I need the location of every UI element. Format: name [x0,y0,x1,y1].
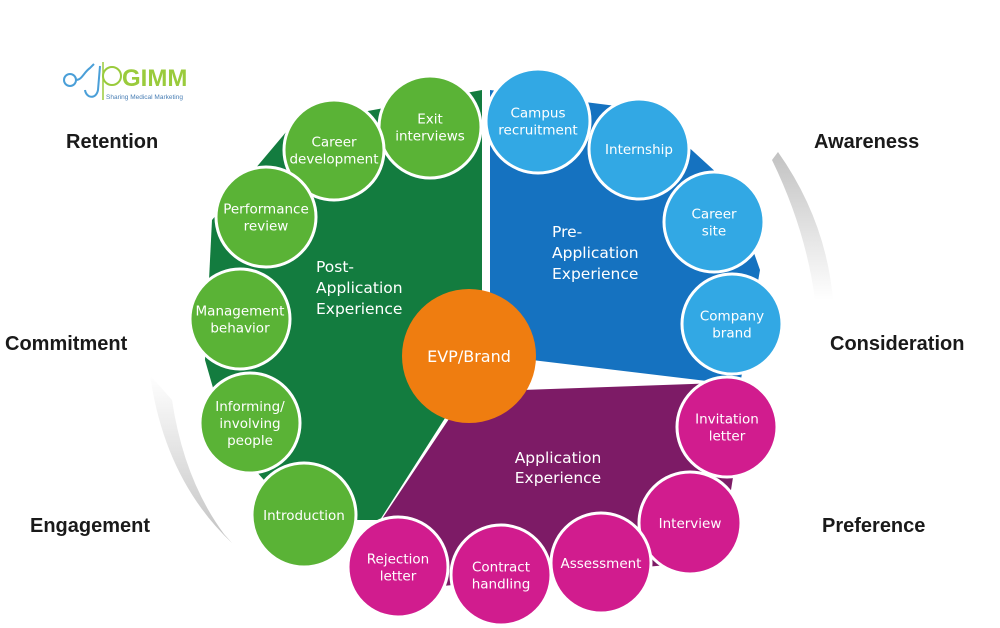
circle-rejection-letter-text: Rejection [367,552,429,568]
circle-performance-review-text: review [244,219,289,235]
circle-career-development-shape [282,98,386,202]
stethoscope-icon [63,63,122,98]
label-post-application-line: Post- [316,258,354,276]
circle-exit-interviews-text: interviews [395,129,465,145]
circle-informing-involving-text: people [227,433,273,449]
circle-contract-handling-text: Contract [472,560,530,576]
circle-career-site-text: Career [691,207,737,223]
right-arc-arrow [772,152,833,300]
circle-career-development-text: Career [311,135,357,151]
gimm-logo: GIMM Sharing Medical Marketing [63,62,187,101]
circle-performance-review-shape [214,165,318,269]
stage-preference: Preference [822,515,925,537]
label-pre-application-line: Pre- [552,223,582,241]
circle-contract-handling-text: handling [472,577,531,593]
label-post-application-line: Experience [316,300,402,318]
circle-interview-text: Interview [659,516,722,532]
circle-management-behavior-text: Management [196,304,285,320]
circle-rejection-letter-shape [346,515,450,619]
circle-company-brand-text: Company [700,309,764,325]
stage-consideration: Consideration [830,333,964,355]
circle-introduction-text: Introduction [263,508,345,524]
circle-rejection-letter-text: letter [380,569,417,585]
left-arc-arrow [150,375,232,543]
circle-campus-recruitment-text: Campus [510,106,565,122]
circle-career-site-shape [662,170,766,274]
label-post-application-line: Application [316,279,403,297]
circle-invitation-letter-text: letter [709,429,746,445]
circle-career-development-text: development [289,152,378,168]
logo-tagline: Sharing Medical Marketing [106,94,183,101]
circle-informing-involving-text: involving [219,416,280,432]
circle-company-brand-shape [680,272,784,376]
circle-introduction-shape [250,461,358,569]
circle-invitation-letter-shape [675,375,779,479]
stage-commitment: Commitment [5,333,128,355]
circle-interview-shape [637,470,743,576]
circle-contract-handling-shape [449,523,553,627]
circle-performance-review-text: Performance [223,202,309,218]
circle-informing-involving-text: Informing/ [215,399,285,415]
circle-career-site-text: site [702,224,726,240]
circle-management-behavior-shape [188,267,292,371]
label-application-line: Application [515,449,602,467]
circle-management-behavior-text: behavior [210,321,270,337]
center-evp-circle [402,289,536,423]
circle-assessment-text: Assessment [561,556,642,572]
stage-engagement: Engagement [30,515,150,537]
stage-retention: Retention [66,131,158,153]
circle-introduction: Introduction [250,461,358,569]
circle-company-brand-text: brand [712,326,752,342]
circle-assessment: Assessment [549,511,653,615]
label-application-line: Experience [515,469,601,487]
center-label: EVP/Brand [427,347,511,366]
label-pre-application-line: Application [552,244,639,262]
circle-informing-involving-shape [198,371,302,475]
logo-name: GIMM [122,65,187,92]
stage-awareness: Awareness [814,131,919,153]
circle-internship-shape [587,97,691,201]
circle-interview: Interview [637,470,743,576]
label-pre-application-line: Experience [552,265,638,283]
circle-internship-text: Internship [605,142,673,158]
circle-internship: Internship [587,97,691,201]
circle-exit-interviews-text: Exit [417,112,443,128]
circle-invitation-letter-text: Invitation [695,412,759,428]
circle-campus-recruitment-shape [484,67,592,175]
circle-campus-recruitment-text: recruitment [498,123,577,139]
